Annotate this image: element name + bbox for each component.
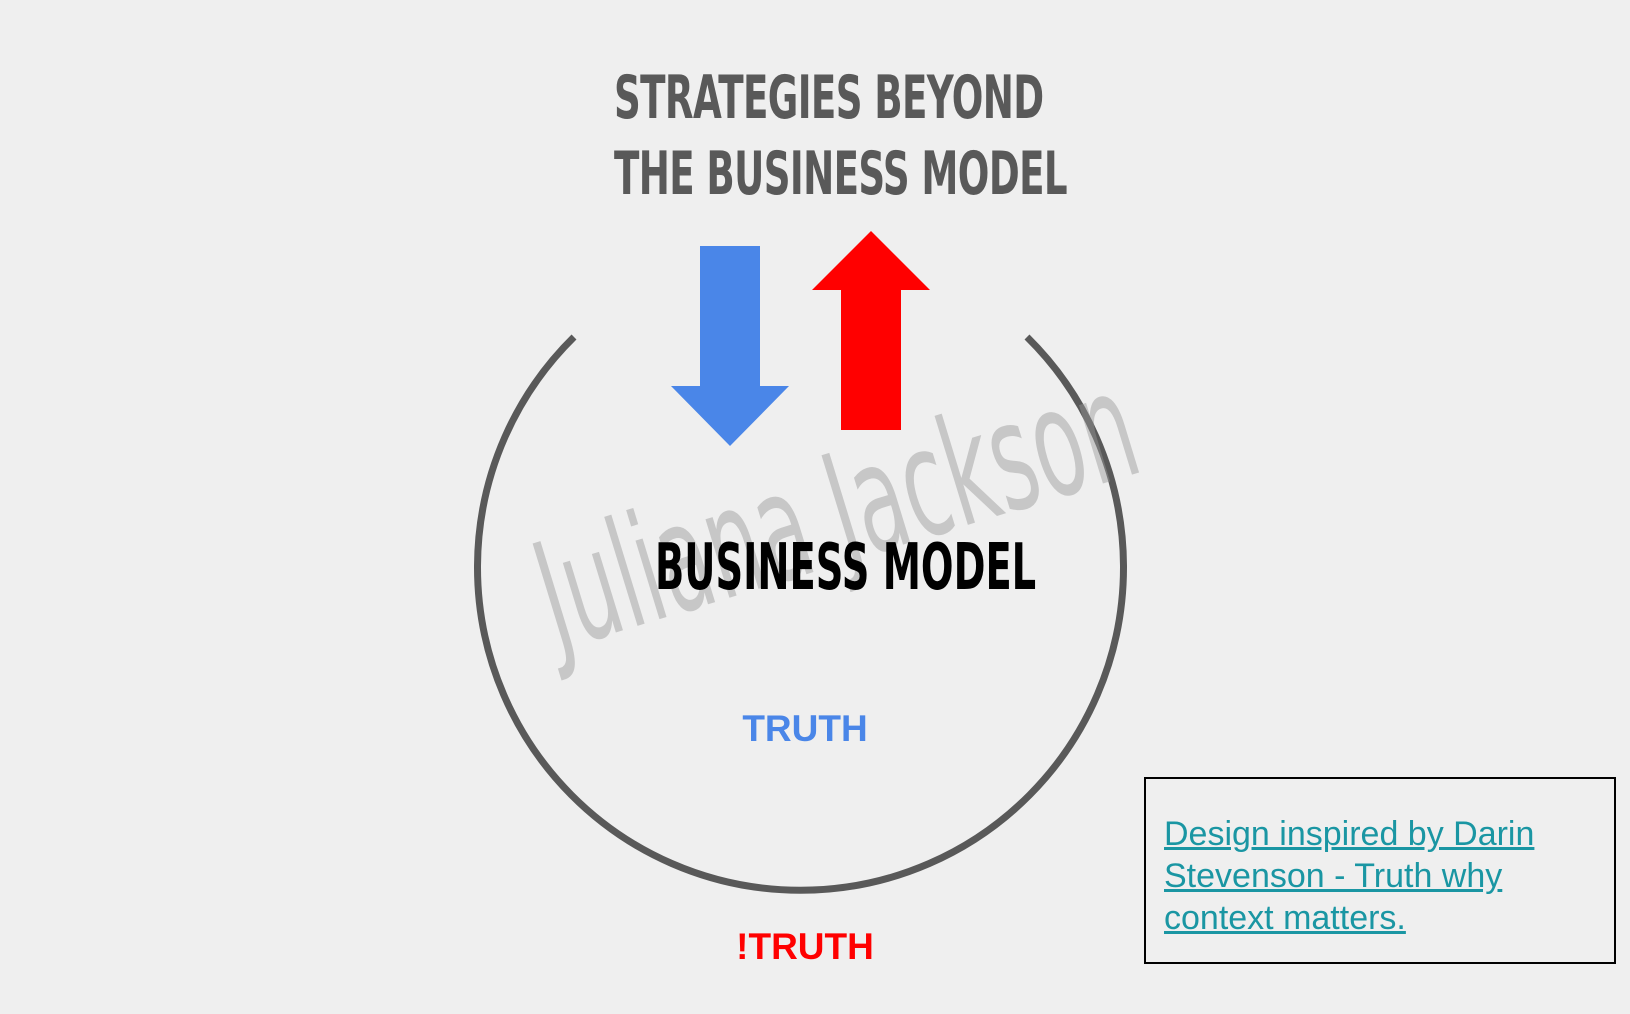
diagram-title: STRATEGIES BEYOND THE BUSINESS MODEL bbox=[614, 60, 1068, 212]
truth-label: TRUTH bbox=[742, 708, 868, 749]
title-line-1: STRATEGIES BEYOND bbox=[614, 63, 1044, 133]
credit-box: Design inspired by Darin Stevenson - Tru… bbox=[1144, 777, 1616, 964]
title-line-2: THE BUSINESS MODEL bbox=[614, 139, 1068, 209]
down-arrow bbox=[671, 246, 789, 446]
up-arrow bbox=[812, 231, 930, 430]
business-model-label: BUSINESS MODEL bbox=[655, 531, 1037, 605]
not-truth-label: !TRUTH bbox=[736, 926, 874, 967]
credit-link[interactable]: Design inspired by Darin Stevenson - Tru… bbox=[1164, 815, 1535, 937]
cycle-arc bbox=[474, 334, 1127, 894]
